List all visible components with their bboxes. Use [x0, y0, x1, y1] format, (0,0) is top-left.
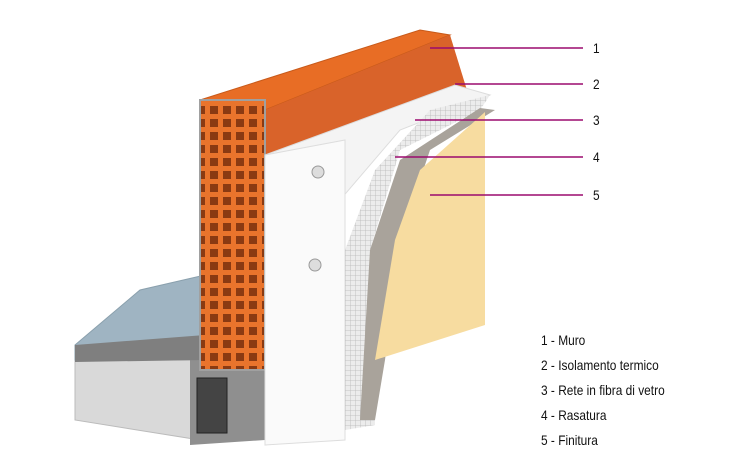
callout-number: 2 — [593, 76, 600, 92]
rebar-section — [196, 377, 228, 434]
render-layer — [360, 108, 495, 420]
callout-number: 3 — [593, 112, 600, 128]
anchor-dowel — [308, 258, 322, 272]
insulation-edge — [264, 139, 346, 446]
callout-number: 5 — [593, 187, 600, 203]
legend-item: 5 - Finitura — [541, 432, 598, 448]
finish-layer — [375, 112, 485, 360]
legend-item: 3 - Rete in fibra di vetro — [541, 382, 665, 398]
legend: 1 - Muro 2 - Isolamento termico 3 - Rete… — [541, 328, 687, 453]
anchor-dowel — [311, 165, 325, 179]
foundation — [74, 359, 201, 441]
legend-item: 4 - Rasatura — [541, 407, 607, 423]
brick-wall-side — [265, 35, 470, 155]
fiberglass-mesh — [345, 95, 490, 430]
callout-number: 1 — [593, 40, 600, 56]
legend-item: 1 - Muro — [541, 332, 586, 348]
callout-lines — [395, 47, 583, 196]
callout-number: 4 — [593, 149, 600, 165]
legend-item: 2 - Isolamento termico — [541, 357, 659, 373]
brick-wall-face — [199, 99, 266, 371]
floor-edge — [75, 335, 205, 362]
